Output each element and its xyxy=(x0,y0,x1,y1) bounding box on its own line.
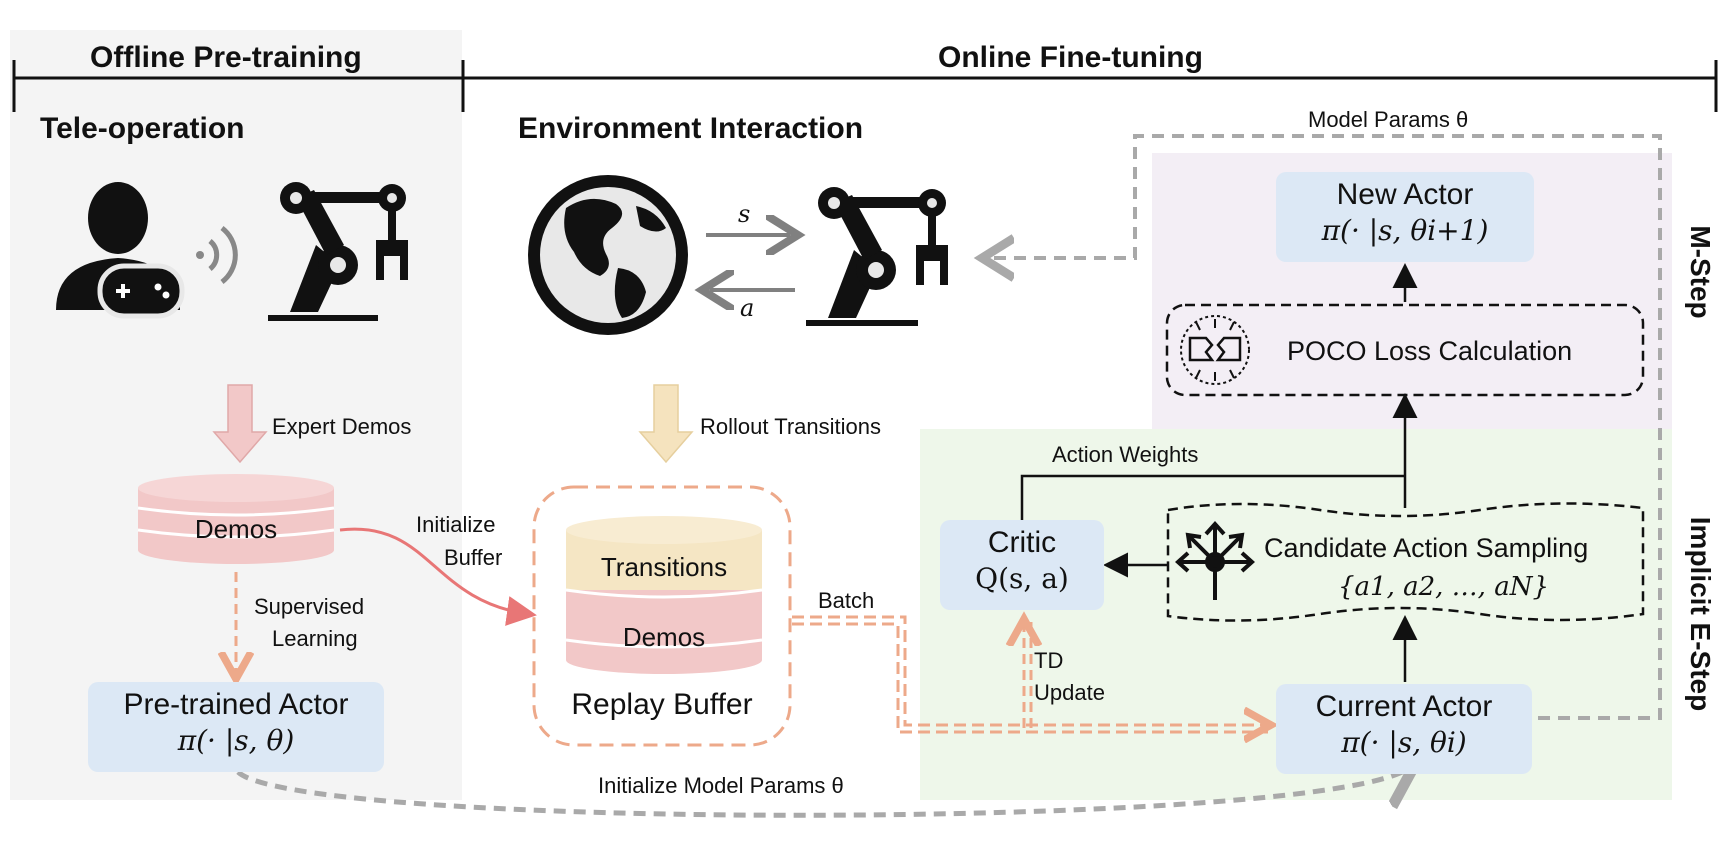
current-actor-formula: π(· |s, θi) xyxy=(1341,726,1467,759)
transitions-db-label: Transitions xyxy=(600,552,728,582)
robot-arm-icon-env xyxy=(806,187,948,326)
replay-buffer-label: Replay Buffer xyxy=(571,688,753,721)
online-phase-title: Online Fine-tuning xyxy=(938,41,1203,74)
current-actor-box: Current Actor π(· |s, θi) xyxy=(1276,684,1532,774)
new-actor-box: New Actor π(· |s, θi+1) xyxy=(1276,172,1534,262)
action-weights-label: Action Weights xyxy=(1052,442,1199,467)
demos-db-label: Demos xyxy=(194,514,278,544)
supervised-label-1: Supervised xyxy=(254,594,365,619)
model-params-label: Model Params θ xyxy=(1308,107,1469,132)
initialize-buffer-label-2: Buffer xyxy=(444,545,503,570)
offline-phase-title: Offline Pre-training xyxy=(90,41,362,74)
replay-buffer-container xyxy=(532,485,792,747)
rollout-transitions-label: Rollout Transitions xyxy=(700,414,881,439)
m-step-label: M-Step xyxy=(1685,225,1716,319)
buffer-demos-db-label: Demos xyxy=(622,622,706,652)
action-weights-line xyxy=(1020,474,1405,520)
critic-formula: Q(s, a) xyxy=(975,562,1069,595)
database-icon-demos xyxy=(137,474,335,564)
new-actor-formula: π(· |s, θi+1) xyxy=(1321,214,1489,247)
batch-path xyxy=(792,615,1268,725)
td-label-1: TD xyxy=(1034,648,1064,673)
current-actor-title: Current Actor xyxy=(1315,690,1493,723)
expert-demos-label: Expert Demos xyxy=(272,414,412,439)
critic-title: Critic xyxy=(987,526,1057,559)
globe-icon xyxy=(528,175,688,335)
env-action-label: a xyxy=(740,294,755,322)
candidate-sampling-box xyxy=(1166,502,1645,622)
action-arrows-icon xyxy=(1175,521,1255,600)
new-actor-title: New Actor xyxy=(1336,178,1474,211)
pretrained-actor-title: Pre-trained Actor xyxy=(123,688,349,721)
expert-demos-arrow xyxy=(212,384,268,464)
poco-loss-label: POCO Loss Calculation xyxy=(1287,336,1573,366)
env-title: Environment Interaction xyxy=(518,112,864,145)
wireless-signal-icon xyxy=(196,226,238,284)
timeline xyxy=(12,60,1718,112)
initialize-buffer-curve xyxy=(339,527,537,626)
person-gamepad-icon xyxy=(56,182,185,319)
pretrained-actor-formula: π(· |s, θ) xyxy=(177,724,295,757)
env-arrows xyxy=(706,235,795,290)
initialize-buffer-label-1: Initialize xyxy=(416,512,496,537)
batch-label: Batch xyxy=(818,588,875,613)
pretrained-actor-box: Pre-trained Actor π(· |s, θ) xyxy=(88,682,384,772)
env-state-label: s xyxy=(738,200,751,228)
database-icon-buffer xyxy=(565,516,763,674)
teleop-title: Tele-operation xyxy=(40,112,245,145)
e-step-label: Implicit E-Step xyxy=(1685,516,1716,712)
candidate-sampling-title: Candidate Action Sampling xyxy=(1264,533,1589,563)
rollout-arrow xyxy=(638,384,694,464)
handshake-icon xyxy=(1180,315,1250,385)
candidate-sampling-formula: {a1, a2, …, aN} xyxy=(1338,572,1550,602)
model-params-path xyxy=(990,134,1662,720)
init-model-params-curve xyxy=(236,770,1406,818)
td-label-2: Update xyxy=(1034,680,1105,705)
init-model-params-label: Initialize Model Params θ xyxy=(598,773,844,798)
critic-box: Critic Q(s, a) xyxy=(940,520,1104,610)
supervised-label-2: Learning xyxy=(272,626,358,651)
robot-arm-icon-teleop xyxy=(268,182,408,321)
